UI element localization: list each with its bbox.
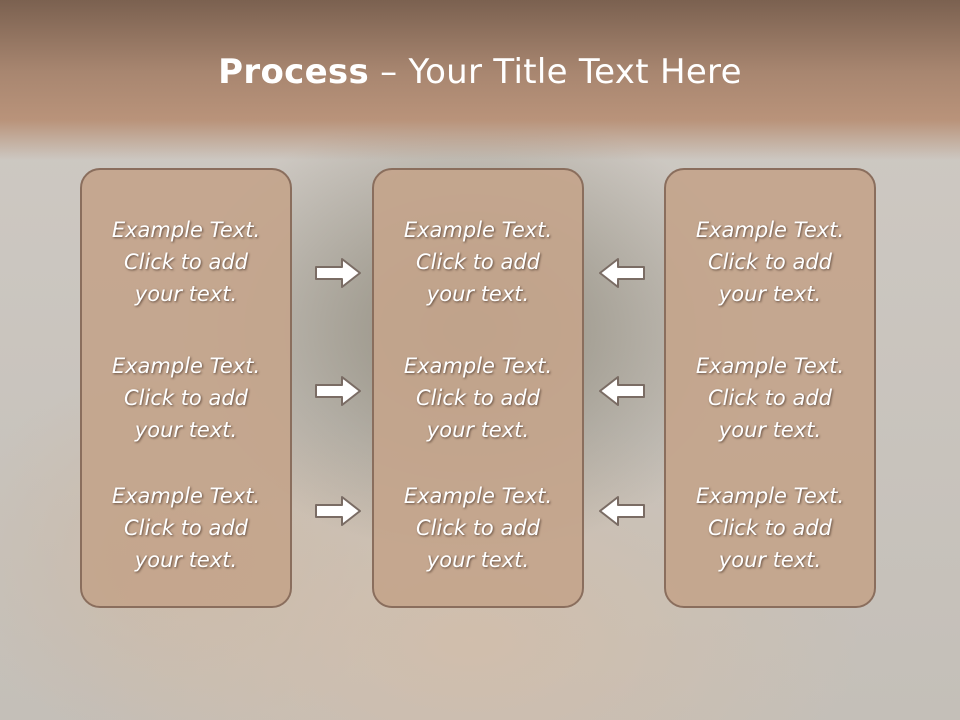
text-line: Click to add bbox=[415, 386, 540, 410]
text-line: Click to add bbox=[707, 386, 832, 410]
text-line: your text. bbox=[718, 418, 822, 442]
text-line: Example Text. bbox=[111, 354, 261, 378]
text-item[interactable]: Example Text. Click to add your text. bbox=[666, 350, 874, 446]
text-line: Click to add bbox=[707, 516, 832, 540]
text-item[interactable]: Example Text. Click to add your text. bbox=[82, 350, 290, 446]
text-line: Example Text. bbox=[111, 484, 261, 508]
text-line: your text. bbox=[134, 418, 238, 442]
text-line: Example Text. bbox=[403, 484, 553, 508]
right-arrow-icon bbox=[315, 496, 361, 526]
text-line: Click to add bbox=[123, 386, 248, 410]
text-line: Click to add bbox=[707, 250, 832, 274]
text-item[interactable]: Example Text. Click to add your text. bbox=[374, 350, 582, 446]
text-line: your text. bbox=[426, 418, 530, 442]
text-item[interactable]: Example Text. Click to add your text. bbox=[82, 214, 290, 310]
text-line: Example Text. bbox=[695, 354, 845, 378]
text-line: Click to add bbox=[415, 516, 540, 540]
text-line: Example Text. bbox=[403, 218, 553, 242]
text-line: Click to add bbox=[415, 250, 540, 274]
right-arrow-icon bbox=[315, 258, 361, 288]
text-line: your text. bbox=[718, 548, 822, 572]
right-panel[interactable]: Example Text. Click to add your text. Ex… bbox=[664, 168, 876, 608]
text-line: Example Text. bbox=[695, 218, 845, 242]
left-arrow-icon bbox=[599, 496, 645, 526]
text-line: your text. bbox=[134, 548, 238, 572]
text-item[interactable]: Example Text. Click to add your text. bbox=[666, 214, 874, 310]
text-item[interactable]: Example Text. Click to add your text. bbox=[82, 480, 290, 576]
text-line: your text. bbox=[426, 282, 530, 306]
slide-title[interactable]: Process – Your Title Text Here bbox=[0, 52, 960, 92]
text-line: your text. bbox=[426, 548, 530, 572]
text-item[interactable]: Example Text. Click to add your text. bbox=[666, 480, 874, 576]
center-panel[interactable]: Example Text. Click to add your text. Ex… bbox=[372, 168, 584, 608]
text-line: your text. bbox=[718, 282, 822, 306]
text-item[interactable]: Example Text. Click to add your text. bbox=[374, 214, 582, 310]
text-line: Click to add bbox=[123, 250, 248, 274]
text-line: Example Text. bbox=[695, 484, 845, 508]
text-line: Example Text. bbox=[111, 218, 261, 242]
header-band bbox=[0, 0, 960, 160]
left-arrow-icon bbox=[599, 376, 645, 406]
text-line: Example Text. bbox=[403, 354, 553, 378]
left-panel[interactable]: Example Text. Click to add your text. Ex… bbox=[80, 168, 292, 608]
title-bold: Process bbox=[218, 52, 370, 92]
title-rest: – Your Title Text Here bbox=[369, 52, 742, 92]
left-arrow-icon bbox=[599, 258, 645, 288]
right-arrow-icon bbox=[315, 376, 361, 406]
text-line: your text. bbox=[134, 282, 238, 306]
text-line: Click to add bbox=[123, 516, 248, 540]
text-item[interactable]: Example Text. Click to add your text. bbox=[374, 480, 582, 576]
